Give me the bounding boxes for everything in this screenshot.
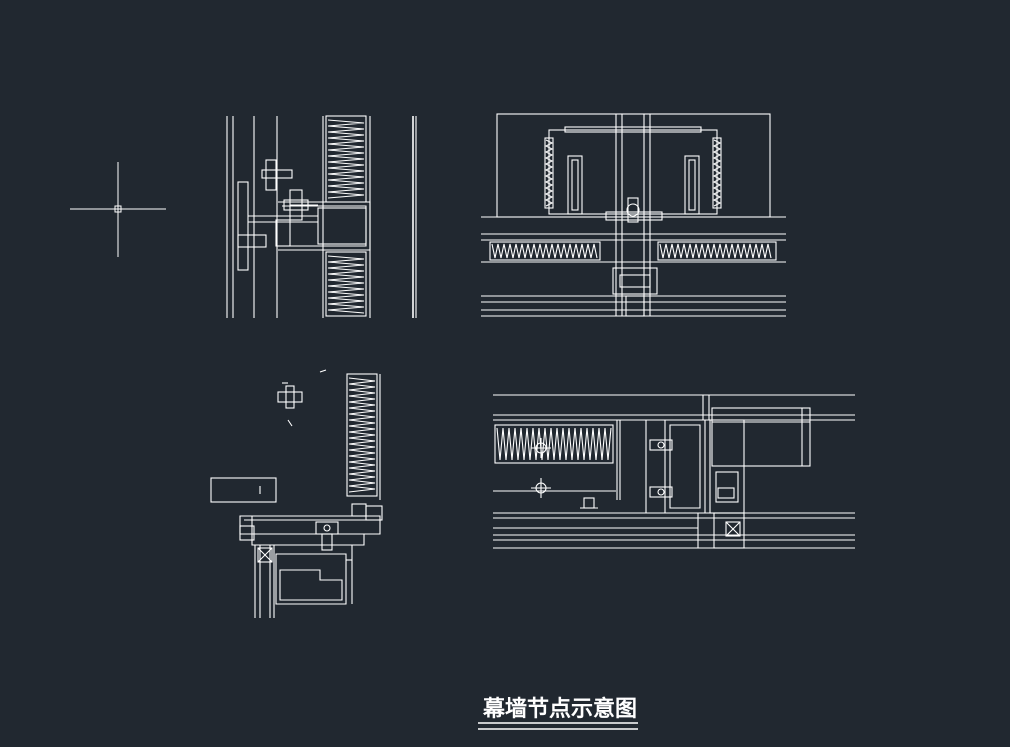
detail-vertical-section [226,115,417,318]
crosshair-cursor-icon [70,162,166,257]
drawing-title: 幕墙节点示意图 [482,696,637,722]
detail-corner-section [210,369,383,618]
detail-horizontal-section-bottom [493,394,855,549]
detail-horizontal-section-top [481,113,786,317]
drawing-title-block: 幕墙节点示意图 [478,696,638,730]
